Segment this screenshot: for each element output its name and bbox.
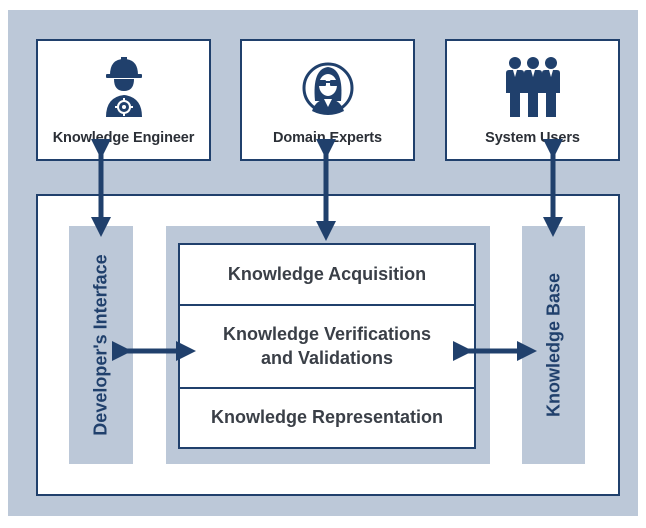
developers-interface-panel: Developer's Interface	[69, 226, 133, 464]
row-divider	[180, 387, 474, 389]
actor-label-system-users: System Users	[485, 130, 580, 146]
knowledge-representation-label: Knowledge Representation	[210, 407, 444, 428]
developers-interface-label: Developer's Interface	[90, 254, 111, 436]
knowledge-representation-row: Knowledge Representation	[180, 389, 474, 447]
knowledge-base-label: Knowledge Base	[543, 272, 563, 418]
knowledge-process-box: Knowledge Acquisition Knowledge Verifica…	[178, 243, 476, 449]
actor-label-domain-experts: Domain Experts	[273, 130, 382, 146]
knowledge-verifications-line1: Knowledge Verifications	[222, 324, 432, 345]
expert-icon	[302, 55, 354, 126]
domain-experts-box: Domain Experts	[240, 39, 415, 161]
knowledge-acquisition-row: Knowledge Acquisition	[180, 245, 474, 304]
knowledge-base-panel: Knowledge Base	[522, 226, 585, 464]
system-users-box: System Users	[445, 39, 620, 161]
knowledge-acquisition-label: Knowledge Acquisition	[227, 263, 427, 284]
knowledge-verifications-line2: and Validations	[260, 347, 394, 368]
knowledge-verifications-row: Knowledge Verifications and Validations	[180, 306, 474, 387]
users-icon	[503, 55, 563, 126]
row-divider	[180, 304, 474, 306]
knowledge-engineer-box: Knowledge Engineer	[36, 39, 211, 161]
engineer-icon	[104, 55, 144, 126]
actor-label-knowledge-engineer: Knowledge Engineer	[52, 130, 195, 146]
